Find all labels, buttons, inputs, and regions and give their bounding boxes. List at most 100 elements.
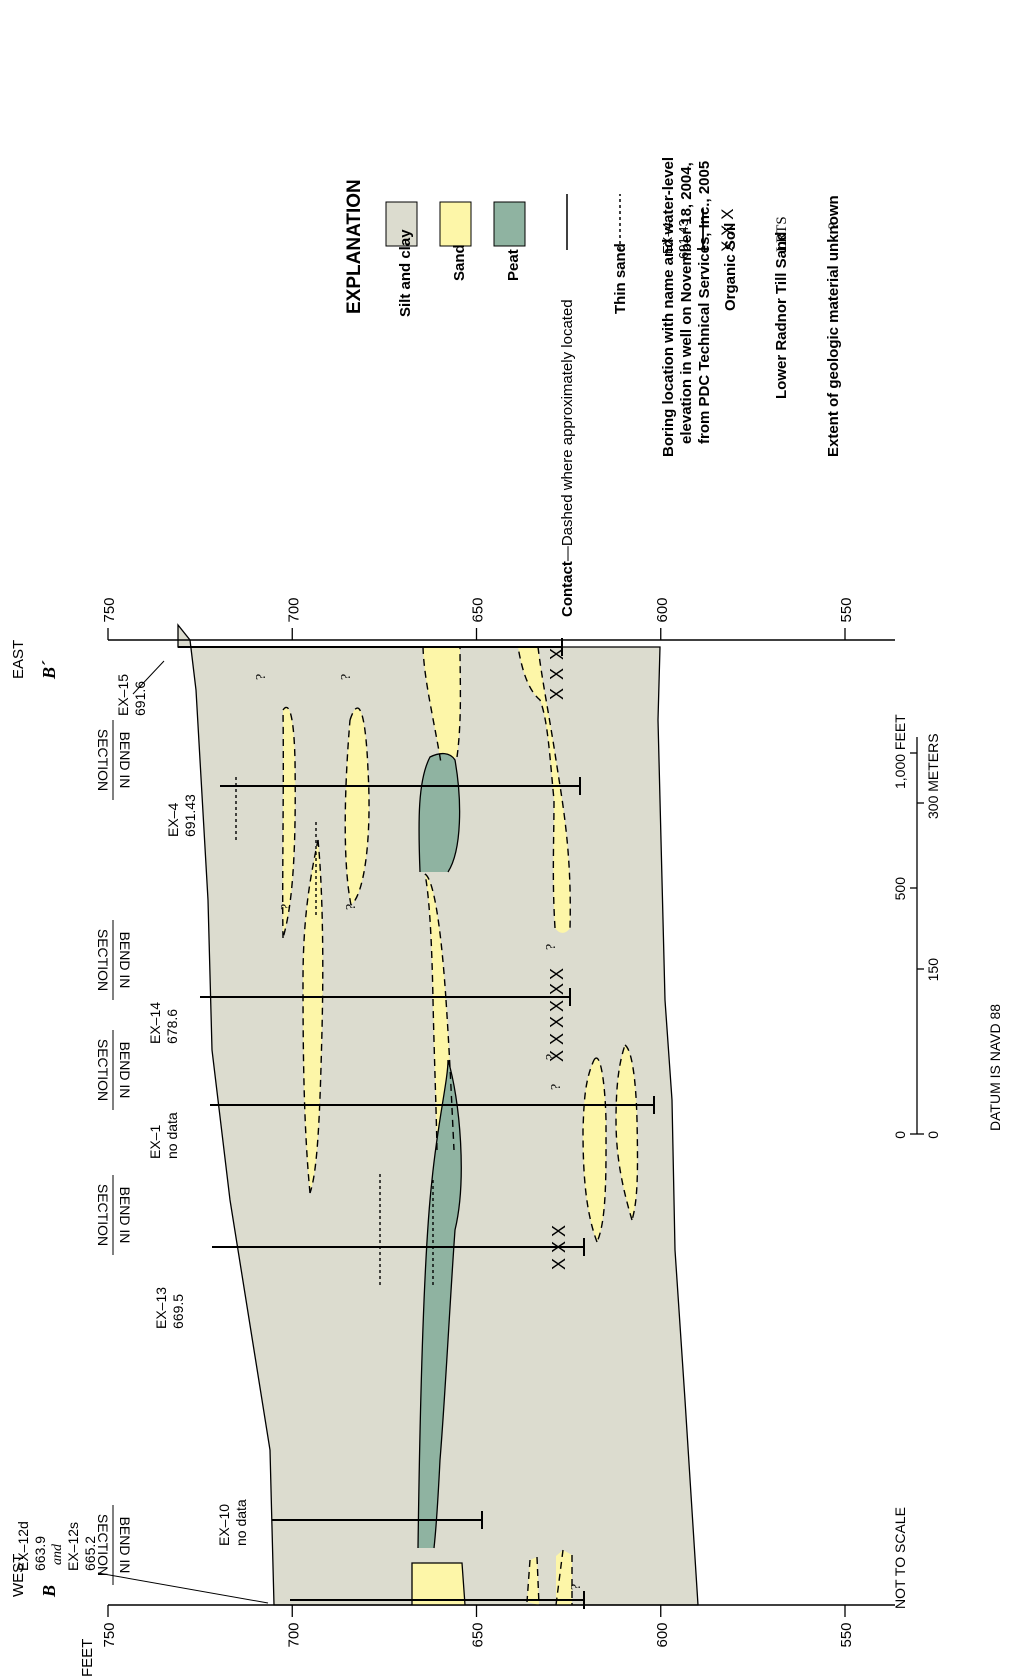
well-name-2: EX–12s [65, 1522, 81, 1571]
well-elevation: no data [233, 1499, 249, 1546]
well-name: EX–15 [115, 674, 131, 716]
organic-x: X [549, 1225, 569, 1237]
svg-text:EX–4: EX–4 [660, 222, 675, 254]
legend-sand: Sand [451, 244, 468, 281]
organic-x: X [547, 1050, 567, 1062]
question-mark: ? [544, 1054, 559, 1060]
boring-lines [178, 638, 655, 1609]
elevation-label-east: 650 [470, 597, 487, 622]
elevation-label-east: 600 [654, 597, 671, 622]
legend-organic: Organic Soil [722, 223, 739, 311]
section-start: B [39, 1585, 59, 1598]
east-label: EAST [10, 640, 27, 679]
leader-lines [97, 660, 269, 1604]
elevation-label-west: 650 [470, 1622, 487, 1647]
scale-meters-0: 0 [925, 1131, 941, 1139]
scale-feet-500: 500 [892, 877, 908, 901]
silt-clay-swatch [385, 201, 418, 247]
organic-symbol: X X X [718, 209, 737, 252]
scale-meters-300: 300 METERS [925, 733, 941, 819]
organic-x: X [547, 1033, 567, 1045]
legend-boring-1: Boring location with name and water-leve… [660, 157, 677, 457]
bend-in-text: BEND IN [117, 932, 133, 989]
legend-boring-3: from PDC Technical Services, Inc., 2005 [696, 161, 713, 444]
legend-peat: Peat [505, 249, 522, 281]
well-elevation: 691.43 [182, 794, 198, 837]
svg-text:691.43: 691.43 [676, 219, 691, 259]
bend-in-section-labels: BEND IN SECTION BEND IN SECTION BEND IN SECTI… [95, 720, 133, 1585]
legend-thin-sand: Thin sand [612, 243, 629, 314]
well-elevation: 691.6 [132, 681, 148, 716]
question-mark: ? [544, 944, 559, 950]
scale-feet-0: 0 [892, 1131, 908, 1139]
dashed-contacts [282, 646, 639, 1606]
legend-boring-2: elevation in well on November 18, 2004, [678, 162, 695, 444]
well-elevation: 678.6 [164, 1009, 180, 1044]
explanation-title: EXPLANATION [344, 179, 365, 314]
section-text: SECTION [95, 1514, 111, 1576]
boring-symbol: EX–4 691.43 [660, 209, 709, 259]
west-label: WEST [10, 1554, 27, 1597]
bend-in-text: BEND IN [117, 1042, 133, 1099]
peat-swatch [493, 201, 526, 247]
elevation-label-east: 750 [101, 597, 118, 622]
well-elevation: 669.5 [170, 1294, 186, 1329]
elevation-label-west: 750 [101, 1622, 118, 1647]
well-name: EX–1 [147, 1125, 163, 1159]
elevation-labels-east: 750 700 650 600 550 [101, 597, 855, 622]
axis-frame [108, 639, 895, 1606]
scale-feet-1000: 1,000 FEET [892, 714, 908, 789]
elevation-ticks [107, 628, 846, 1617]
legend-silt: Silt and clay [397, 229, 414, 317]
question-mark: ? [254, 674, 269, 680]
question-mark: ? [279, 904, 294, 910]
well-elevation-2: 665.2 [82, 1536, 98, 1571]
well-name: EX–14 [147, 1002, 163, 1044]
elevation-label-east: 700 [285, 597, 302, 622]
sand-swatch [439, 201, 472, 247]
scale-bar: 0 500 1,000 FEET 0 150 300 METERS [892, 714, 941, 1139]
well-name: EX–10 [216, 1504, 232, 1546]
section-end: B´ [39, 660, 59, 680]
organic-x: X [547, 688, 567, 700]
organic-x: X [547, 1016, 567, 1028]
datum-label: DATUM IS NAVD 88 [987, 1004, 1003, 1131]
lrts-symbol: LRTS [774, 216, 790, 252]
bend-in-section: BEND IN SECTION [95, 1505, 133, 1585]
well-ex14: EX–14 678.6 [147, 1002, 180, 1044]
question-mark: ? [339, 674, 354, 680]
organic-x: X [547, 668, 567, 680]
explanation: EXPLANATION Silt and clay Sand Peat Cont… [344, 157, 842, 617]
organic-x: X [547, 968, 567, 980]
question-mark: ? [344, 904, 359, 910]
organic-x: X [549, 1258, 569, 1270]
elevation-label-west: 550 [838, 1622, 855, 1647]
question-mark: ? [549, 1084, 564, 1090]
organic-x: X [547, 648, 567, 660]
legend-lrts: Lower Radnor Till Sand [773, 232, 790, 399]
scale-meters-150: 150 [925, 958, 941, 982]
bend-in-section: BEND IN SECTION [95, 920, 133, 1000]
bend-in-text: BEND IN [117, 732, 133, 789]
organic-x: X [547, 1000, 567, 1012]
well-ex1: EX–1 no data [147, 1112, 180, 1159]
cross-section [107, 623, 895, 1617]
elevation-label-east: 550 [838, 597, 855, 622]
legend-contact: Contact—Dashed where approximately locat… [559, 299, 576, 617]
section-text: SECTION [95, 929, 111, 991]
bend-in-section: BEND IN SECTION [95, 1030, 133, 1110]
legend-unknown: Extent of geologic material unknown [825, 195, 842, 457]
peat-lenses [418, 753, 462, 1548]
well-name: EX–12d [15, 1521, 31, 1571]
section-text: SECTION [95, 1039, 111, 1101]
section-text: SECTION [95, 1184, 111, 1246]
well-ex15: EX–15 691.6 [115, 674, 148, 716]
unknown-extent-marks: ???????? [254, 674, 584, 1590]
well-name: EX–4 [165, 803, 181, 837]
bend-in-text: BEND IN [117, 1517, 133, 1574]
well-ex4: EX–4 691.43 [165, 794, 198, 837]
